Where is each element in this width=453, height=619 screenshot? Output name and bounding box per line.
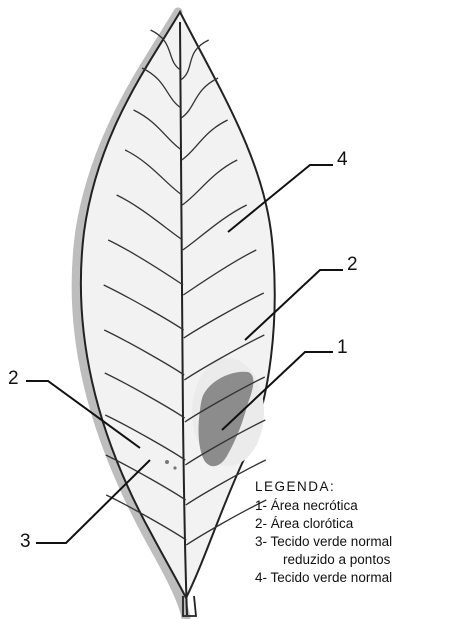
legend-title: LEGENDA: (255, 478, 392, 496)
normal-tissue-dot (173, 466, 176, 469)
legend-item-3-continuation: reduzido a pontos (255, 551, 392, 569)
legend-item-1: 1- Área necrótica (255, 497, 392, 515)
callout-label-4: 4 (337, 150, 348, 169)
callout-label-3: 3 (20, 532, 31, 551)
legend-item-2: 2- Área clorótica (255, 515, 392, 533)
legend-item-3: 3- Tecido verde normal (255, 533, 392, 551)
callout-label-2-right: 2 (347, 255, 358, 274)
callout-label-1: 1 (337, 338, 348, 357)
legend-item-4: 4- Tecido verde normal (255, 569, 392, 587)
legend: LEGENDA: 1- Área necrótica 2- Área cloró… (255, 478, 392, 587)
normal-tissue-dot (165, 460, 169, 464)
callout-label-2-left: 2 (8, 369, 19, 388)
